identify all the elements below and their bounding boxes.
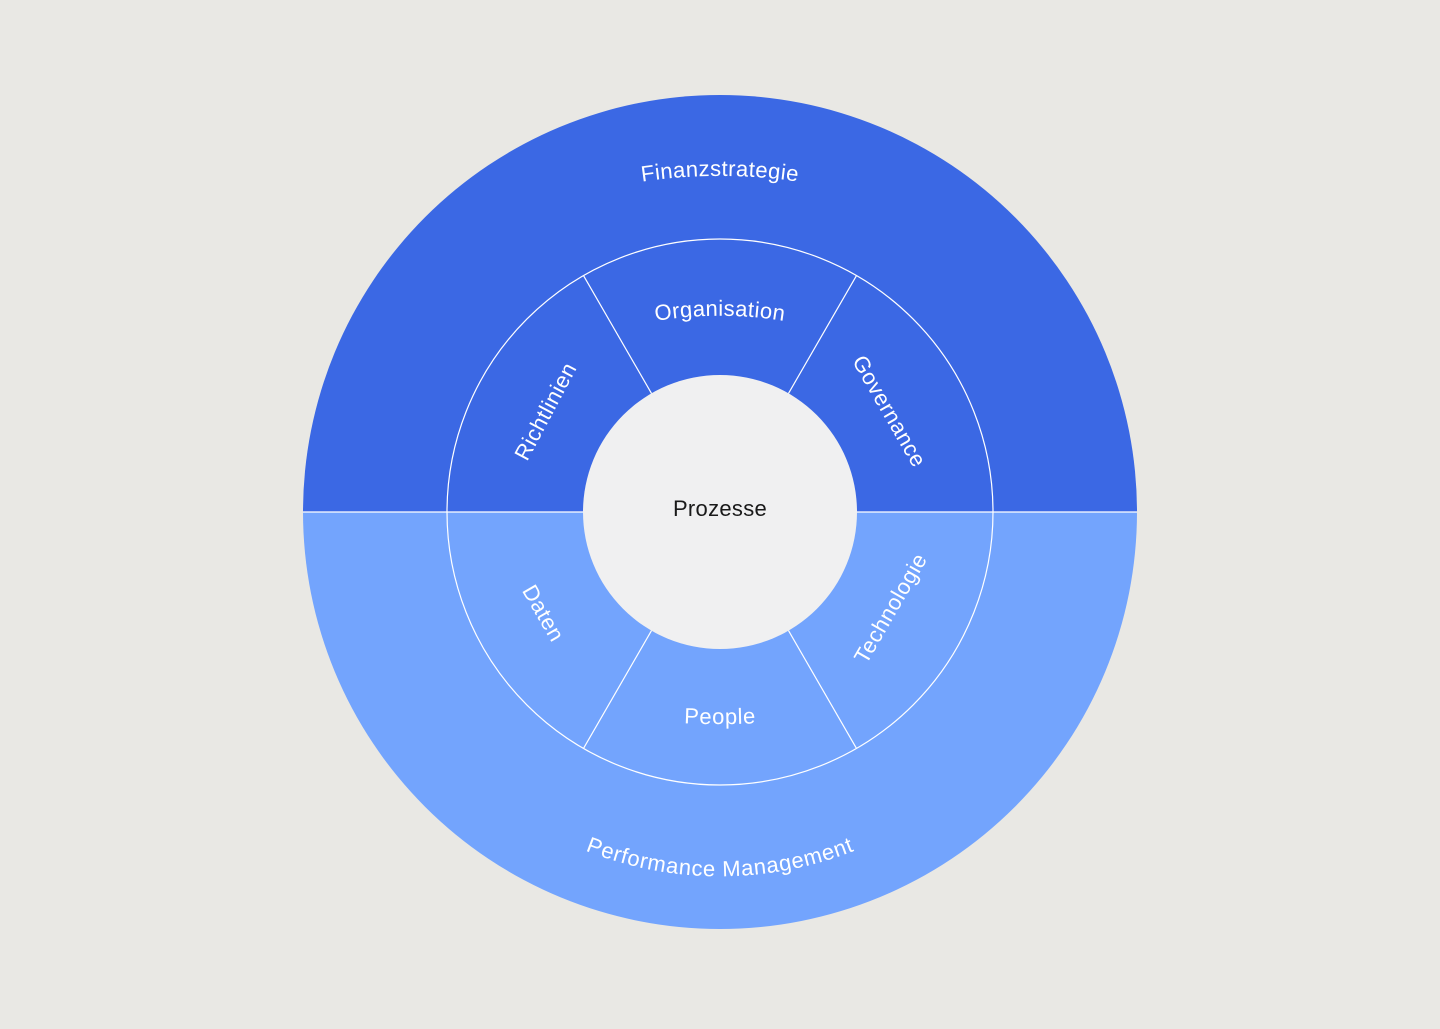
divider-people-daten xyxy=(582,630,653,749)
outer-ring-top-half xyxy=(303,95,1137,512)
center-label-prozesse: Prozesse xyxy=(673,496,767,521)
outer-ring-bottom-half xyxy=(303,512,1137,929)
middle-label-people: People xyxy=(684,703,756,729)
divider-organisation-richtlinien xyxy=(582,275,653,394)
divider-people-technologie xyxy=(787,630,858,749)
divider-organisation-governance xyxy=(787,275,858,394)
middle-label-people-path: People xyxy=(684,703,756,729)
center-circle xyxy=(583,375,857,649)
